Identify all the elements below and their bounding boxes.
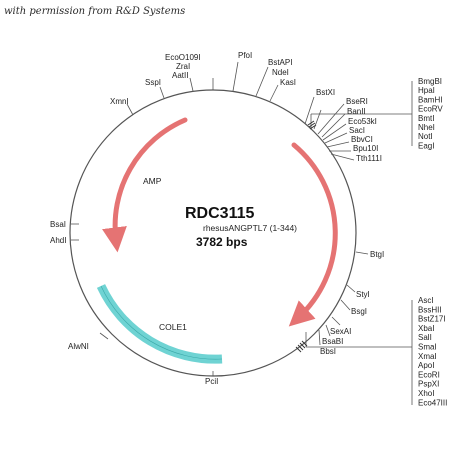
site-bsabi: BsaBI xyxy=(322,337,343,346)
site-ahdi: AhdI xyxy=(50,236,66,245)
plasmid-name: RDC3115 xyxy=(185,205,254,222)
site-aatii: AatII xyxy=(172,71,188,80)
permission-credit: with permission from R&D Systems xyxy=(4,6,185,17)
site-saci: SacI xyxy=(349,126,365,135)
amp-label: AMP xyxy=(143,176,162,186)
mcs-site-label: EcoRI xyxy=(418,370,440,379)
site-styi: StyI xyxy=(356,290,370,299)
site-btgi: BtgI xyxy=(370,250,384,259)
insert-feature-arrow[interactable] xyxy=(288,142,338,327)
site-pcii: PciI xyxy=(205,377,218,386)
mcs-site-label: NotI xyxy=(418,132,433,141)
mcs-site-label: Eco47III xyxy=(418,398,447,407)
mcs-site-label: BstZ17I xyxy=(418,315,446,324)
cole1-origin-outline xyxy=(100,285,223,360)
site-tth111i: Tth111I xyxy=(356,154,382,163)
site-bsai: BsaI xyxy=(50,220,66,229)
mcs-site-label: BssHII xyxy=(418,305,442,314)
insert-label: rhesusANGPTL7 (1-344) xyxy=(203,223,297,233)
mcs-tick-clusters xyxy=(295,120,317,353)
site-kasi: KasI xyxy=(280,78,296,87)
site-ndei: NdeI xyxy=(272,68,289,77)
site-eco53ki: Eco53kI xyxy=(348,117,377,126)
site-bpu10i: Bpu10I xyxy=(353,144,378,153)
mcs-site-label: NheI xyxy=(418,123,435,132)
mcs-site-label: EcoRV xyxy=(418,105,443,114)
site-bstxi: BstXI xyxy=(316,88,335,97)
site-bsgi: BsgI xyxy=(351,307,367,316)
mcs-site-label: XhoI xyxy=(418,389,434,398)
site-xmni: XmnI xyxy=(110,97,129,106)
amp-feature-arrow[interactable] xyxy=(102,117,188,253)
mcs-site-label: AscI xyxy=(418,296,434,305)
mcs-site-label: EagI xyxy=(418,141,434,150)
site-bbsi: BbsI xyxy=(320,347,336,356)
plasmid-size: 3782 bps xyxy=(196,235,248,249)
mcs-site-label: PspXI xyxy=(418,380,439,389)
mcs-site-label: HpaI xyxy=(418,86,435,95)
site-zrai: ZraI xyxy=(176,62,190,71)
mcs-site-label: ApoI xyxy=(418,361,434,370)
site-sexai: SexAI xyxy=(330,327,351,336)
site-bbvci: BbvCI xyxy=(351,135,373,144)
mcs-bottom-site-list: AscIBssHIIBstZ17IXbaISalISmaIXmaIApoIEco… xyxy=(418,296,447,407)
mcs-site-label: BamHI xyxy=(418,95,442,104)
site-bstapi: BstAPI xyxy=(268,58,292,67)
mcs-site-label: BmgBI xyxy=(418,77,442,86)
mcs-site-label: BmtI xyxy=(418,114,434,123)
site-sspi: SspI xyxy=(145,78,161,87)
site-pfoi: PfoI xyxy=(238,51,252,60)
site-ecoo109i: EcoO109I xyxy=(165,53,201,62)
mcs-site-label: SalI xyxy=(418,333,432,342)
site-banii: BanII xyxy=(347,107,366,116)
mcs-site-label: SmaI xyxy=(418,343,437,352)
site-bseri: BseRI xyxy=(346,97,368,106)
site-alwni: AlwNI xyxy=(68,342,89,351)
mcs-site-label: XbaI xyxy=(418,324,434,333)
mcs-site-label: XmaI xyxy=(418,352,437,361)
cole1-label: COLE1 xyxy=(159,322,187,332)
